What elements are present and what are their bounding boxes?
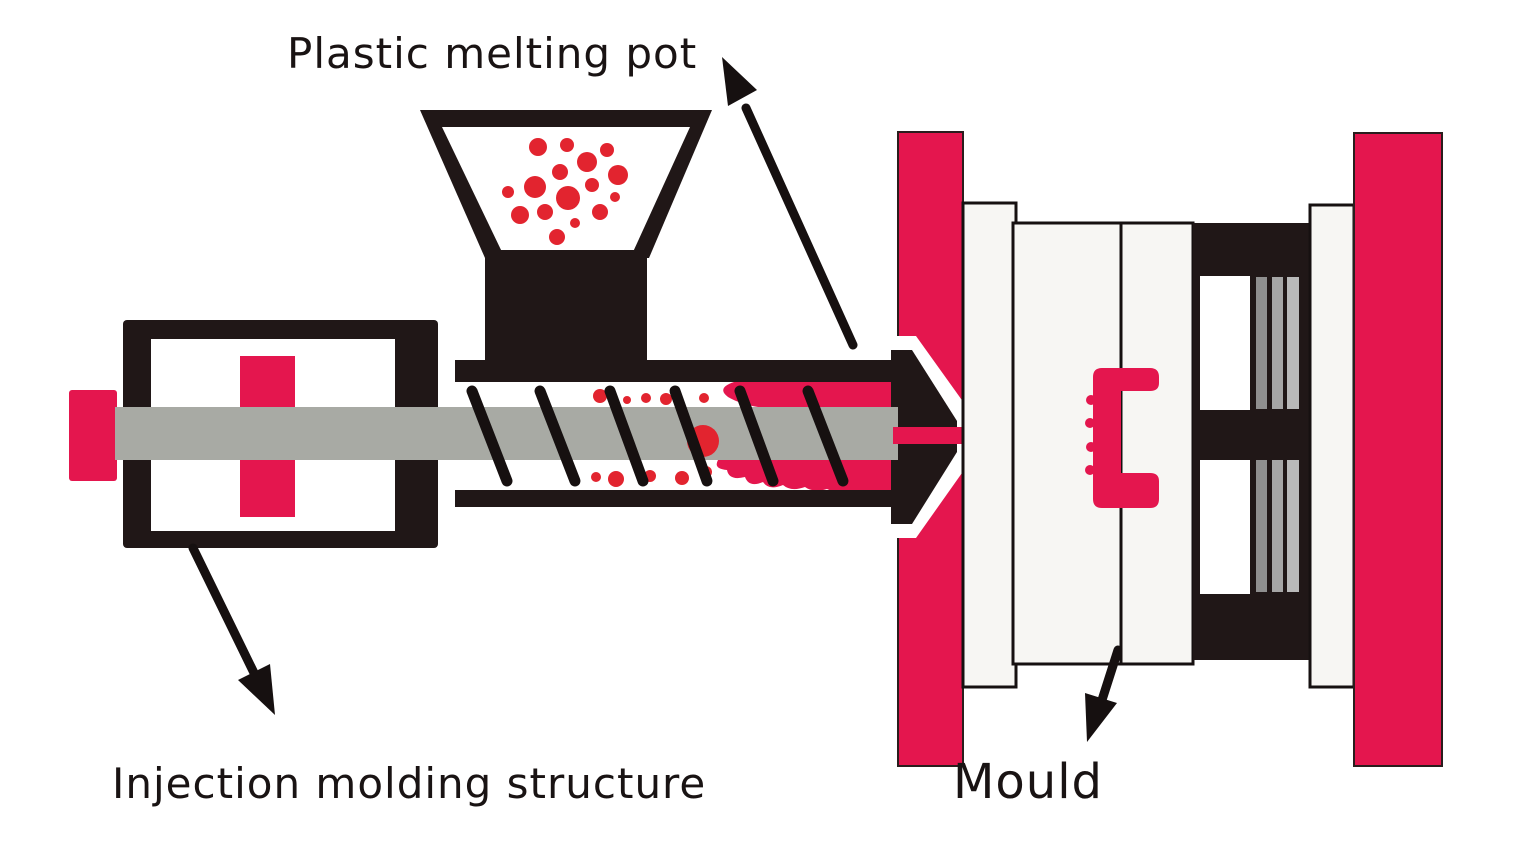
hopper-pellets — [502, 138, 628, 245]
mould-label: Mould — [953, 754, 1103, 810]
screw-flights — [466, 385, 849, 487]
barrel-pellets — [591, 389, 712, 487]
moving-platen — [1353, 132, 1443, 767]
hopper — [420, 110, 712, 366]
barrel-wall-top — [455, 360, 893, 382]
ejector-window-bottom — [1200, 460, 1250, 594]
arrow-to-mould-label — [1085, 645, 1123, 742]
ejector-window-top — [1200, 276, 1250, 410]
arrow-to-machine-label — [188, 543, 275, 715]
arrow-to-hopper-label — [722, 57, 858, 350]
molten-plastic-lower — [716, 460, 893, 492]
barrel-wall-bottom — [455, 490, 893, 507]
screw-shaft — [115, 407, 898, 460]
ejector-pins-top — [1256, 277, 1299, 409]
ejector-pins-bottom — [1256, 460, 1299, 592]
hopper-feed-throat — [485, 250, 647, 366]
mould — [961, 132, 1443, 767]
hopper-label: Plastic melting pot — [287, 29, 697, 78]
mould-plate-1 — [961, 201, 1018, 689]
moulded-part — [1085, 368, 1159, 508]
ejector-housing — [1193, 223, 1309, 660]
mould-plate-2 — [1308, 203, 1356, 689]
mould-plate-b — [1119, 221, 1195, 666]
shaft-end-cap — [69, 390, 117, 481]
machine-label: Injection molding structure — [112, 759, 706, 808]
